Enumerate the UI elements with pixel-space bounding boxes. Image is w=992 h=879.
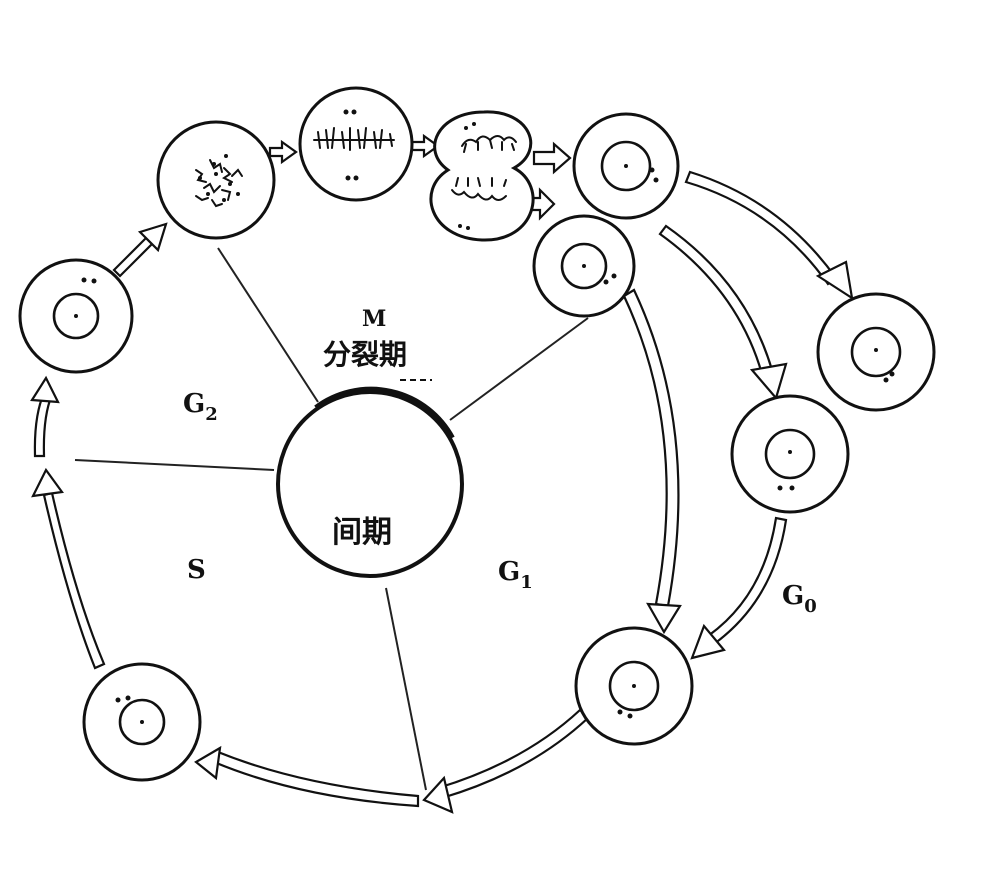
- arrow-s-bottom: [31, 467, 106, 670]
- label-mitosis: 分裂期: [323, 338, 407, 371]
- arrow-g2-to-prophase: [112, 222, 168, 278]
- arrow-g0-return: [690, 516, 788, 660]
- label-g2: G2: [183, 389, 218, 425]
- connector-line-m-right: [449, 317, 589, 421]
- arrow-g1-long: [622, 288, 682, 635]
- label-g0-letter: G: [782, 581, 804, 611]
- cell-g0: [730, 394, 850, 514]
- arrow-telophase-to-daughter1: [532, 141, 572, 175]
- label-g0: G0: [782, 581, 817, 617]
- label-g1-letter: G: [498, 557, 520, 587]
- connector-line-m-left: [217, 247, 319, 403]
- cell-quiescent-right: [816, 292, 936, 412]
- cell-daughter-1: [572, 112, 680, 220]
- cell-metaphase: [298, 86, 414, 202]
- label-g2-letter: G: [183, 389, 205, 419]
- arrow-daughter-to-g0: [658, 224, 788, 401]
- arrow-prophase-to-metaphase: [268, 139, 298, 165]
- metaphase-chromosomes: [313, 127, 395, 151]
- label-g1-subscript: 1: [520, 572, 533, 593]
- arrow-center-to-bottom-left: [194, 745, 420, 808]
- connector-line-g1-s: [385, 587, 427, 791]
- mitosis-arc-marker: [314, 386, 455, 440]
- label-interphase: 间期: [332, 515, 392, 550]
- cell-prophase: [156, 120, 276, 240]
- label-s: S: [187, 555, 206, 585]
- cell-g2: [18, 258, 134, 374]
- cell-anaphase-telophase: [429, 110, 535, 242]
- label-g0-subscript: 0: [804, 596, 817, 617]
- arrow-s-top: [30, 375, 60, 458]
- prophase-chromatin: [195, 154, 243, 208]
- label-m: M: [362, 306, 386, 332]
- anaphase-chromosomes-top: [461, 135, 517, 153]
- cell-s: [82, 662, 202, 782]
- cell-daughter-2: [532, 214, 636, 318]
- anaphase-chromosomes-bottom: [451, 177, 507, 201]
- arrow-daughter-to-quiescent: [684, 170, 854, 301]
- cell-g1-bottom-right: [574, 626, 694, 746]
- label-g2-subscript: 2: [205, 404, 218, 425]
- label-g1: G1: [498, 557, 533, 593]
- arrow-bottom-right-to-center: [422, 708, 590, 814]
- connector-line-g2-s: [74, 459, 275, 471]
- arrow-metaphase-to-anaphase: [410, 133, 440, 159]
